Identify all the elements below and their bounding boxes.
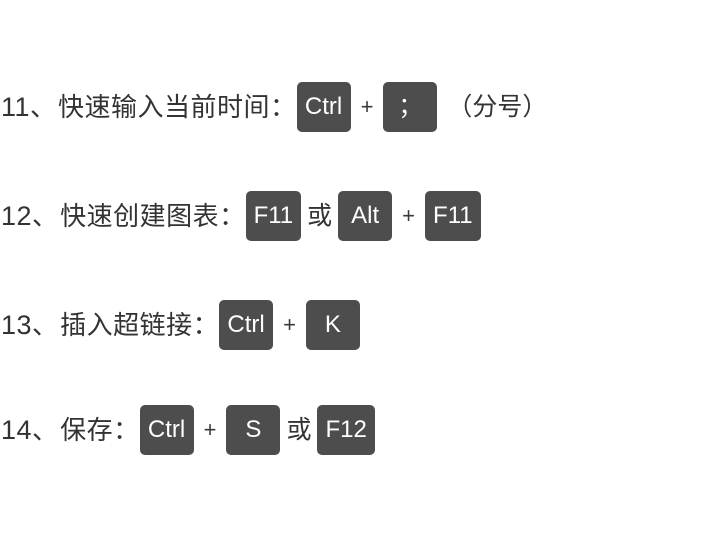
enumeration-mark: 、 (32, 201, 59, 231)
tip-label: 快速创建图表： (60, 201, 246, 231)
key-conjunction-or: 或 (286, 415, 312, 444)
key-separator-plus: + (402, 203, 416, 228)
key-conjunction-or: 或 (307, 201, 333, 230)
tip-line-14: 14 、 保存： Ctrl + S 或 F12 (0, 405, 375, 455)
tip-note: （分号） (447, 92, 548, 121)
key-badge-k[interactable]: K (305, 300, 360, 350)
tip-label: 插入超链接： (60, 310, 220, 340)
key-badge-alt[interactable]: Alt (338, 191, 393, 241)
enumeration-mark: 、 (32, 310, 59, 340)
key-badge-f12[interactable]: F12 (317, 405, 375, 455)
enumeration-mark: 、 (30, 92, 57, 122)
tip-line-12: 12 、 快速创建图表： F11 或 Alt + F11 (0, 191, 481, 241)
list-number: 11 (1, 91, 31, 122)
key-badge-ctrl[interactable]: Ctrl (219, 300, 274, 350)
key-separator-plus: + (283, 312, 296, 337)
list-number-wrap: 13 (0, 309, 33, 340)
tip-label: 快速输入当前时间： (58, 92, 297, 122)
key-badge-ctrl[interactable]: Ctrl (139, 405, 194, 455)
key-badge-f11-b[interactable]: F11 (425, 191, 481, 241)
tip-line-11: 11 、 快速输入当前时间： Ctrl + ； （分号） (0, 82, 547, 132)
list-number: 12 (1, 200, 33, 231)
key-badge-s[interactable]: S (226, 405, 281, 455)
list-number-wrap: 12 (0, 200, 33, 231)
list-number-wrap: 14 (0, 414, 33, 445)
key-separator-plus: + (360, 94, 374, 119)
key-separator-plus: + (203, 417, 217, 442)
list-number: 14 (1, 414, 33, 445)
key-badge-f11-a[interactable]: F11 (245, 191, 302, 241)
tip-label: 保存： (60, 415, 140, 445)
list-number-wrap: 11 (0, 91, 31, 122)
enumeration-mark: 、 (32, 415, 59, 445)
list-number: 13 (1, 309, 33, 340)
tip-line-13: 13 、 插入超链接： Ctrl + K (0, 300, 360, 350)
key-badge-semicolon[interactable]: ； (383, 82, 438, 132)
key-badge-ctrl[interactable]: Ctrl (296, 82, 351, 132)
